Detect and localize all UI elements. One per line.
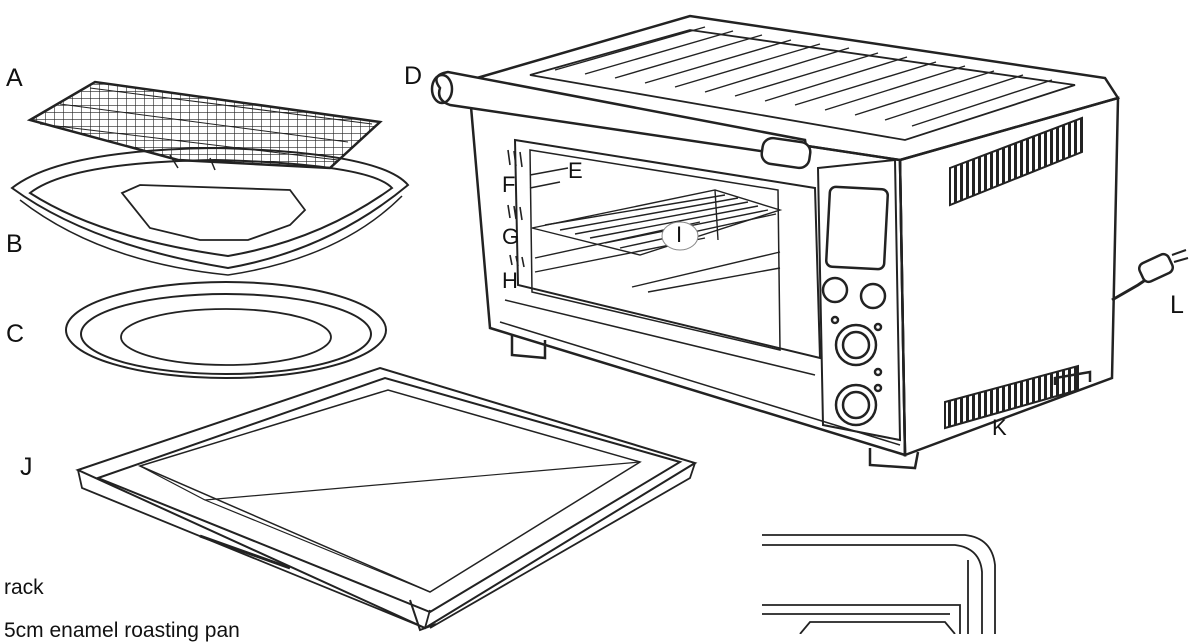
label-j: J — [20, 453, 33, 481]
label-i: I — [676, 222, 683, 247]
label-e: E — [568, 158, 583, 183]
label-b: B — [6, 230, 23, 258]
label-k: K — [992, 415, 1007, 440]
caption-roasting-pan: 5cm enamel roasting pan — [4, 619, 240, 642]
label-a: A — [6, 64, 23, 92]
rack-callout-circle — [661, 221, 699, 251]
label-l: L — [1170, 291, 1184, 319]
detail-inset-drawing — [762, 534, 996, 634]
label-d: D — [404, 62, 423, 90]
baking-tray-drawing — [10, 146, 410, 276]
label-g: G — [502, 224, 520, 249]
pizza-pan-drawing — [65, 281, 387, 379]
toaster-oven-drawing — [430, 14, 1189, 470]
roasting-pan-drawing — [75, 366, 698, 632]
wire-rack-drawing — [26, 80, 383, 171]
bottom-vent — [944, 364, 1079, 430]
caption-rack: rack — [4, 576, 44, 599]
shelf-position-marks — [507, 149, 569, 268]
label-f: F — [502, 172, 516, 197]
side-vent — [949, 116, 1083, 207]
label-h: H — [502, 268, 518, 293]
label-c: C — [6, 320, 25, 348]
